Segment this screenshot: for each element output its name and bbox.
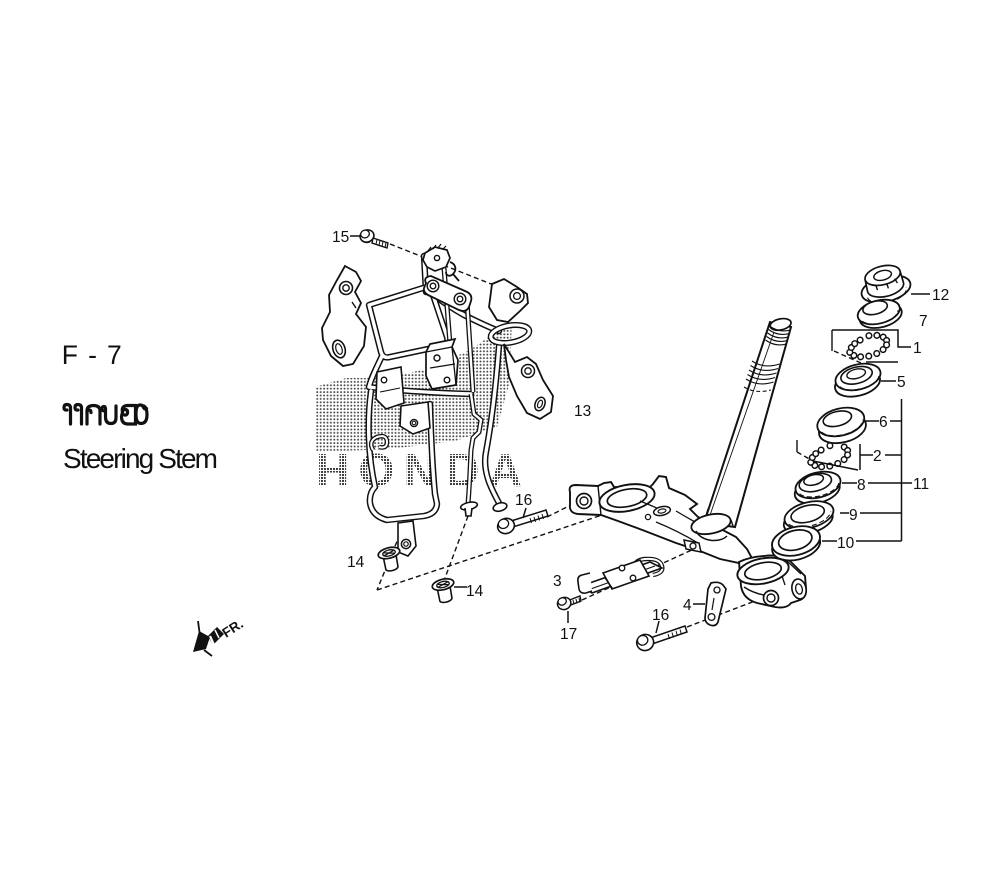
- svg-text:16: 16: [652, 607, 669, 624]
- svg-text:14: 14: [347, 554, 365, 571]
- svg-text:16: 16: [515, 492, 532, 509]
- svg-text:13: 13: [574, 403, 591, 420]
- svg-text:14: 14: [466, 583, 484, 600]
- svg-text:9: 9: [849, 507, 858, 524]
- svg-text:3: 3: [553, 573, 562, 590]
- svg-text:4: 4: [683, 597, 692, 614]
- svg-text:12: 12: [932, 287, 949, 304]
- svg-text:6: 6: [879, 414, 888, 431]
- svg-text:8: 8: [857, 477, 866, 494]
- svg-text:11: 11: [913, 476, 929, 493]
- svg-text:17: 17: [560, 626, 577, 643]
- svg-text:5: 5: [897, 374, 906, 391]
- svg-text:F - 7: F - 7: [62, 340, 122, 370]
- svg-text:7: 7: [919, 313, 928, 330]
- svg-text:1: 1: [913, 340, 922, 357]
- svg-text:Steering Stem: Steering Stem: [63, 443, 218, 474]
- svg-text:15: 15: [332, 229, 349, 246]
- svg-text:10: 10: [837, 535, 855, 552]
- svg-text:2: 2: [873, 448, 882, 465]
